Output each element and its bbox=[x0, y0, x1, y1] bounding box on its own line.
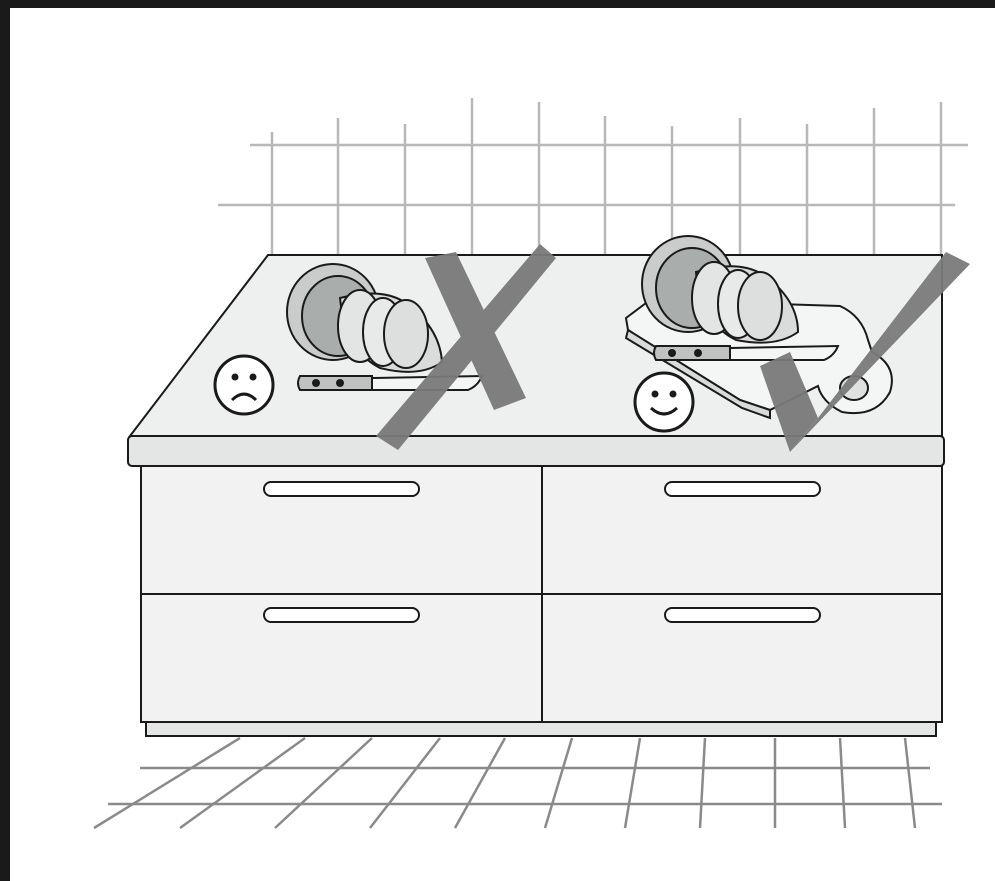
sad-face-icon bbox=[215, 356, 273, 414]
drawer-handle bbox=[264, 608, 419, 622]
bread-loaf bbox=[642, 236, 798, 343]
drawer-handle bbox=[665, 608, 820, 622]
knife bbox=[654, 346, 838, 360]
drawer-handle bbox=[665, 482, 820, 496]
cabinet bbox=[141, 466, 942, 736]
floor-tiles bbox=[94, 738, 942, 828]
wall-tiles bbox=[218, 98, 968, 255]
plinth bbox=[146, 722, 936, 736]
happy-face-icon bbox=[635, 373, 693, 431]
drawer-handle bbox=[264, 482, 419, 496]
